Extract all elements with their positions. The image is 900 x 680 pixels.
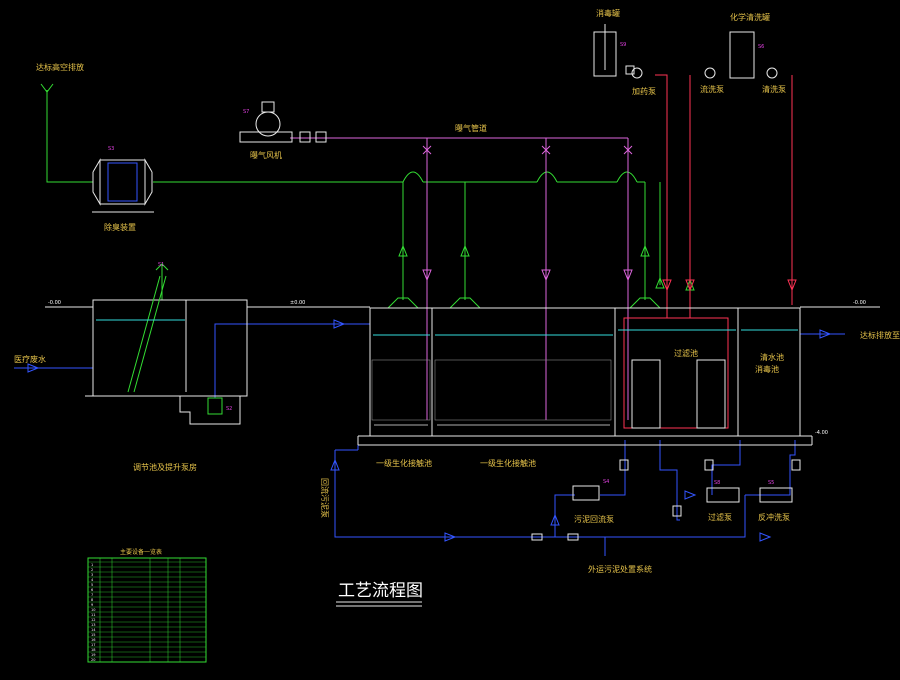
legend-row-number: 11 [91, 613, 95, 617]
legend-row-number: 4 [91, 578, 94, 582]
aeration-pipe-label: 曝气管道 [455, 123, 487, 133]
legend-row-number: 17 [91, 643, 95, 647]
clean-tank-2-label: 消毒池 [755, 364, 779, 374]
blower-tag: S7 [243, 109, 249, 115]
deodorizer-tag: S3 [108, 146, 114, 152]
backwash-pump-tag: S5 [768, 480, 774, 486]
elev-bottom: -4.00 [815, 430, 828, 436]
cleaning-pump-left-label: 流洗泵 [700, 84, 724, 94]
sludge-pump-tag: S4 [603, 479, 609, 485]
cleaning-tag: S6 [758, 44, 764, 50]
intake-pit-label: 调节池及提升泵房 [133, 462, 197, 472]
cleaning-tank-shape [704, 31, 778, 79]
bottom-pumps [531, 459, 801, 541]
legend-row-number: 12 [91, 618, 95, 622]
structures [45, 275, 880, 446]
water-pipes [14, 319, 845, 556]
influent-label: 医疗废水 [14, 354, 46, 364]
legend-row-number: 14 [91, 628, 96, 632]
sludge-return-label: 回流污泥泵 [320, 478, 330, 518]
legend-row-number: 9 [91, 603, 93, 607]
air-pipes [40, 83, 695, 309]
water-levels [96, 319, 798, 336]
legend-row-number: 16 [91, 638, 95, 642]
cleaning-pump-label: 清洗泵 [762, 84, 786, 94]
lift-pump-tag: S2 [226, 406, 232, 412]
legend-row-number: 5 [91, 583, 93, 587]
elev-mid: ±0.00 [290, 300, 305, 306]
elev-left: -0.00 [48, 300, 61, 306]
legend-row-number: 18 [91, 648, 95, 652]
legend-row-number: 1 [91, 563, 93, 567]
chemical-pipes [623, 74, 797, 429]
bio-media [371, 359, 612, 421]
membrane-tank-label: 过滤池 [674, 348, 698, 358]
aeration-pipes [290, 137, 633, 420]
deodorizer-label: 除臭装置 [104, 222, 136, 232]
dosing-pump-label: 加药泵 [632, 86, 656, 96]
legend-row-number: 15 [91, 633, 95, 637]
legend-row-number: 13 [91, 623, 95, 627]
legend-row-number: 10 [91, 608, 95, 612]
aerobic-tank-label: 一级生化接触池 [480, 458, 536, 468]
cleaning-tank-label: 化学清洗罐 [730, 12, 770, 22]
disinfectant-tag: S9 [620, 42, 626, 48]
blower-label: 曝气风机 [250, 150, 282, 160]
disinfectant-label: 消毒罐 [596, 8, 620, 18]
diagram-title: 工艺流程图 [338, 581, 423, 601]
disinfectant-tank-shape [593, 24, 643, 79]
effluent-label: 达标排放至市政 [860, 330, 900, 340]
filter-pump-label: 过滤泵 [708, 512, 732, 522]
deodorizer [92, 158, 154, 213]
sludge-disposal-label: 外运污泥处置系统 [588, 564, 652, 574]
sludge-pump-label: 污泥回流泵 [574, 514, 614, 524]
legend-row-number: 20 [91, 658, 95, 662]
legend-row-number: 19 [91, 653, 95, 657]
backwash-pump-label: 反冲洗泵 [758, 512, 790, 522]
elev-right: -0.00 [853, 300, 866, 306]
legend-row-number: 3 [91, 573, 93, 577]
filter-pump-tag: S8 [714, 480, 720, 486]
legend-row-number: 6 [91, 588, 93, 592]
legend-row-number: 8 [91, 598, 93, 602]
clean-tank-label: 清水池 [760, 352, 784, 362]
legend-row-number: 2 [91, 568, 93, 572]
aerator-blower [239, 101, 327, 143]
legend-row-number: 7 [91, 593, 93, 597]
legend-header: 主要设备一览表 [120, 548, 162, 556]
anoxic-tank-label: 一级生化接触池 [376, 458, 432, 468]
exhaust-label: 达标高空排放 [36, 62, 84, 72]
screen-tag: S1 [158, 262, 164, 268]
